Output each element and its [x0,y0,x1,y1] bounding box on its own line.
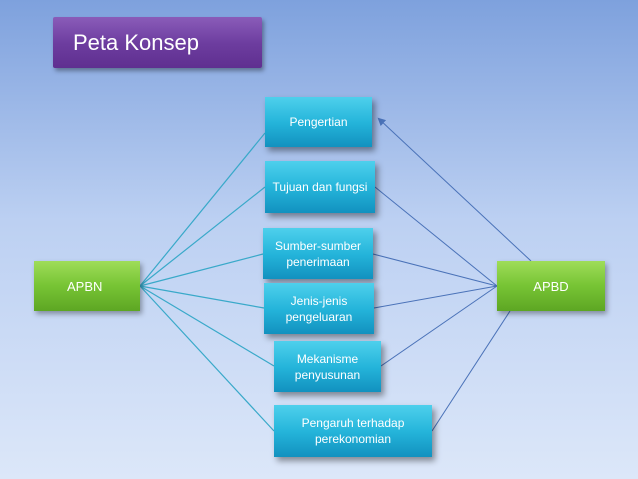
node-apbd: APBD [497,261,605,311]
slide-title: Peta Konsep [53,17,262,68]
line-apbd-to-sumber [372,253,498,287]
topic-tujuan-dan-fungsi: Tujuan dan fungsi [265,161,375,213]
line-apbd-to-tujuan [374,186,498,287]
line-apbn-to-jenis [139,285,265,309]
topic-sumber-sumber-penerimaan: Sumber-sumber penerimaan [263,228,373,279]
line-apbn-to-sumber [139,253,264,287]
topic-pengertian: Pengertian [265,97,372,147]
line-apbn-to-pengaruh [139,285,275,432]
line-apbn-to-mekanisme [139,285,275,367]
topic-mekanisme-penyusunan: Mekanisme penyusunan [274,341,381,392]
topic-jenis-jenis-pengeluaran: Jenis-jenis pengeluaran [264,283,374,334]
line-apbd-to-pengertian [377,117,532,262]
node-apbn: APBN [34,261,140,311]
line-apbd-to-mekanisme [380,285,498,367]
topic-pengaruh-terhadap-perekonomian: Pengaruh terhadap perekonomian [274,405,432,457]
line-apbd-to-jenis [373,285,498,309]
line-apbn-to-tujuan [139,186,266,287]
line-apbd-to-pengaruh [431,310,511,432]
line-apbn-to-pengertian [139,132,266,287]
